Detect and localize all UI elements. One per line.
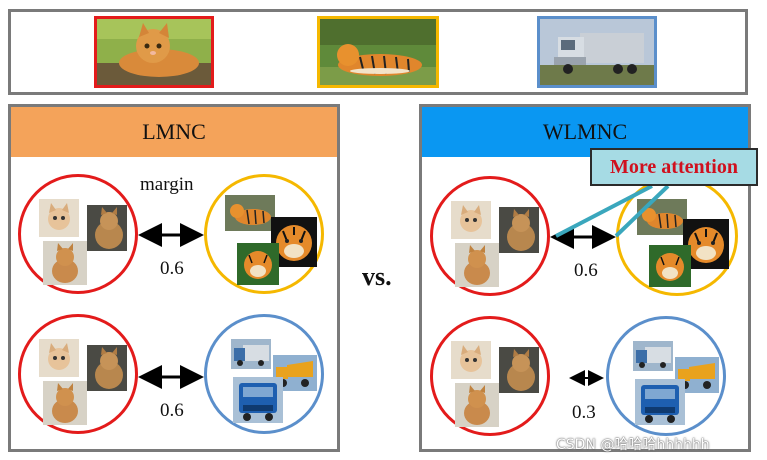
cat-thumb-orange (455, 243, 499, 287)
truck-thumb-2 (675, 357, 719, 393)
tabby-cat-icon (507, 349, 535, 391)
top-examples-frame (8, 9, 748, 95)
more-attention-callout: More attention (590, 148, 758, 186)
truck-thumb-3 (233, 377, 283, 423)
cat-photo-icon (97, 19, 211, 85)
cat-thumb-kitten (451, 341, 491, 379)
kitten-icon (48, 343, 70, 370)
wlmnc-cat-cluster-1 (430, 176, 550, 296)
kitten-icon (460, 345, 482, 372)
cat-thumb-tabby (87, 345, 127, 391)
top-truck-image (537, 16, 657, 88)
lmnc-margin-value-1: 0.6 (160, 258, 184, 279)
tiger-thumb-2 (683, 219, 729, 269)
kitten-icon (460, 205, 482, 232)
cat-thumb-tabby (499, 347, 539, 393)
tiger-thumb-3 (237, 243, 279, 285)
orange-cat-icon (464, 385, 490, 425)
lmnc-tiger-cluster (204, 174, 324, 294)
lmnc-cat-cluster-2 (18, 314, 138, 434)
cat-thumb-tabby (87, 205, 127, 251)
attention-pointer-2 (614, 184, 670, 238)
cat-thumb-kitten (39, 339, 79, 377)
truck-icon (636, 347, 671, 368)
cat-thumb-orange (43, 241, 87, 285)
lmnc-panel (8, 104, 340, 452)
tiger-photo-icon (320, 19, 436, 85)
tiger-face-icon (276, 225, 312, 261)
cat-thumb-kitten (451, 201, 491, 239)
tabby-cat-icon (95, 347, 123, 389)
wlmnc-panel (419, 104, 751, 452)
tiger-thumb-1 (637, 199, 687, 235)
dump-truck-icon (678, 363, 715, 389)
orange-cat-icon (464, 245, 490, 285)
blue-truck-icon (641, 385, 679, 423)
orange-cat-icon (52, 243, 78, 283)
tiger-thumb-3 (649, 245, 691, 287)
wlmnc-cat-cluster-2 (430, 316, 550, 436)
tiger-icon (642, 208, 683, 229)
wlmnc-margin-value-2: 0.3 (572, 402, 596, 423)
watermark: CSDN @哈哈哈hhhhhh (556, 437, 710, 453)
margin-label: margin (140, 174, 194, 195)
cat-thumb-orange (455, 383, 499, 427)
vs-label: vs. (362, 262, 392, 291)
tabby-cat-icon (95, 207, 123, 249)
cat-thumb-tabby (499, 207, 539, 253)
truck-thumb-3 (635, 379, 685, 425)
lmnc-header: LMNC (11, 107, 337, 157)
tiger-face-small-icon (656, 253, 684, 281)
wlmnc-margin-value-1: 0.6 (574, 260, 598, 281)
wlmnc-truck-cluster (606, 316, 726, 436)
top-cat-image (94, 16, 214, 88)
tiger-face-icon (688, 227, 724, 263)
kitten-icon (48, 203, 70, 230)
lmnc-truck-cluster (204, 314, 324, 434)
blue-truck-icon (239, 383, 277, 421)
attention-pointer-1 (555, 184, 653, 238)
tiger-thumb-1 (225, 195, 275, 231)
top-tiger-image (317, 16, 439, 88)
orange-cat-icon (52, 383, 78, 423)
tiger-face-small-icon (244, 251, 272, 279)
truck-thumb-1 (633, 341, 673, 371)
tiger-icon (230, 204, 271, 225)
cat-thumb-kitten (39, 199, 79, 237)
cat-thumb-orange (43, 381, 87, 425)
lmnc-cat-cluster-1 (18, 174, 138, 294)
tabby-cat-icon (507, 209, 535, 251)
lmnc-margin-value-2: 0.6 (160, 400, 184, 421)
truck-icon (234, 345, 269, 366)
truck-photo-icon (540, 19, 654, 85)
truck-thumb-1 (231, 339, 271, 369)
